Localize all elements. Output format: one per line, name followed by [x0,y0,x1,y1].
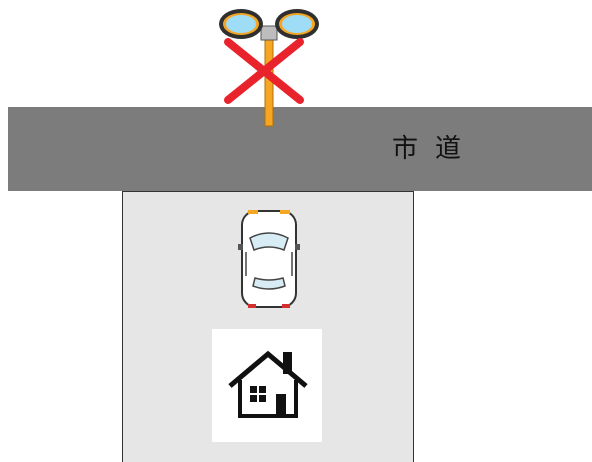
curve-mirror-icon [219,9,319,127]
prohibited-x-icon [224,38,304,104]
house-icon [228,350,308,418]
mirror-bracket [260,25,278,41]
road-label: 市道 [392,134,479,164]
car-top-view-icon [238,210,300,308]
city-road [8,107,592,191]
